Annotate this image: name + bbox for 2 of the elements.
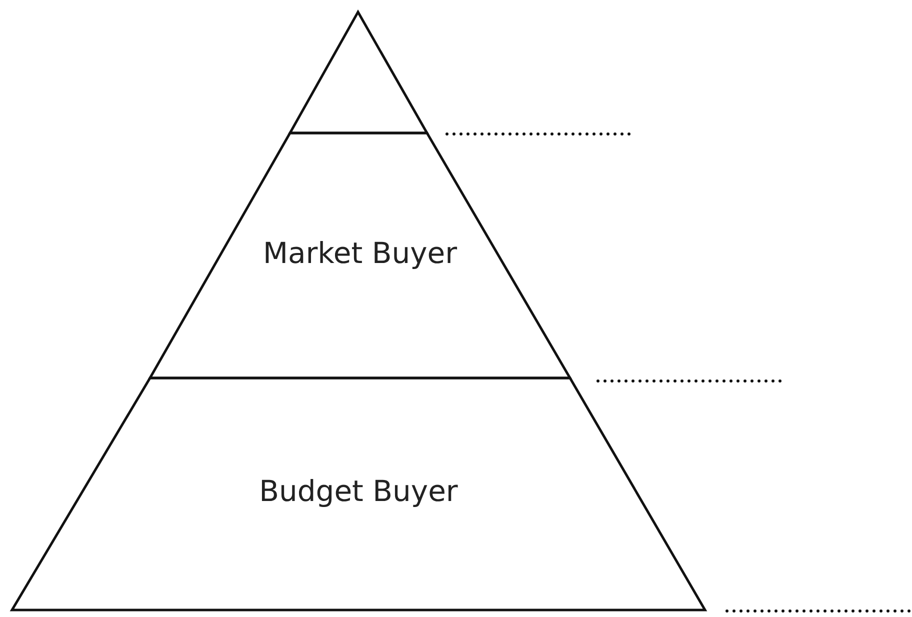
tier-label: Market Buyer — [262, 236, 458, 270]
tier-label: Budget Buyer — [259, 474, 458, 508]
